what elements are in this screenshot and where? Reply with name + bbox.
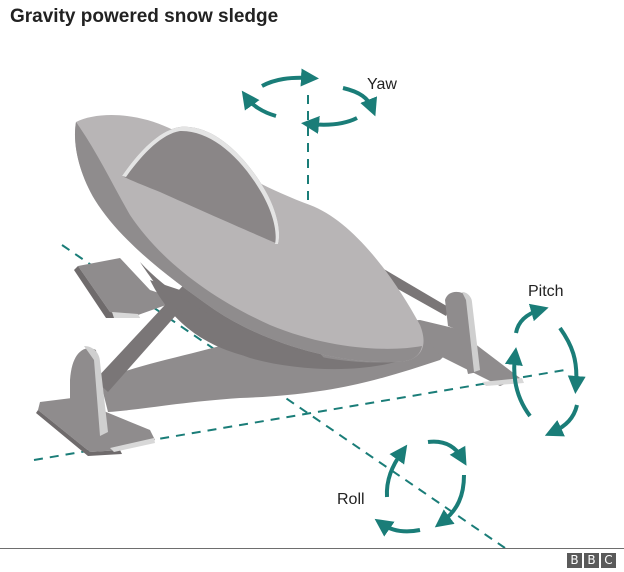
back-left-ski: [78, 258, 180, 315]
diagram-title: Gravity powered snow sledge: [10, 6, 279, 27]
bbc-logo-letter: B: [584, 553, 599, 568]
canopy-rim: [122, 126, 280, 244]
footer-divider: [0, 548, 624, 549]
sledge-illustration: [36, 115, 524, 456]
roll-label: Roll: [337, 491, 365, 508]
pitch-rotation-arrows: [504, 303, 586, 437]
yaw-label: Yaw: [367, 76, 397, 93]
pitch-label: Pitch: [528, 283, 564, 300]
rear-strut: [95, 262, 216, 392]
yaw-rotation-arrows: [241, 68, 378, 134]
bbc-logo-letter: B: [567, 553, 582, 568]
bbc-logo-letter: C: [601, 553, 616, 568]
roll-rotation-arrows: [374, 439, 467, 537]
pitch-axis: [33, 369, 566, 461]
bbc-logo: B B C: [567, 553, 616, 568]
